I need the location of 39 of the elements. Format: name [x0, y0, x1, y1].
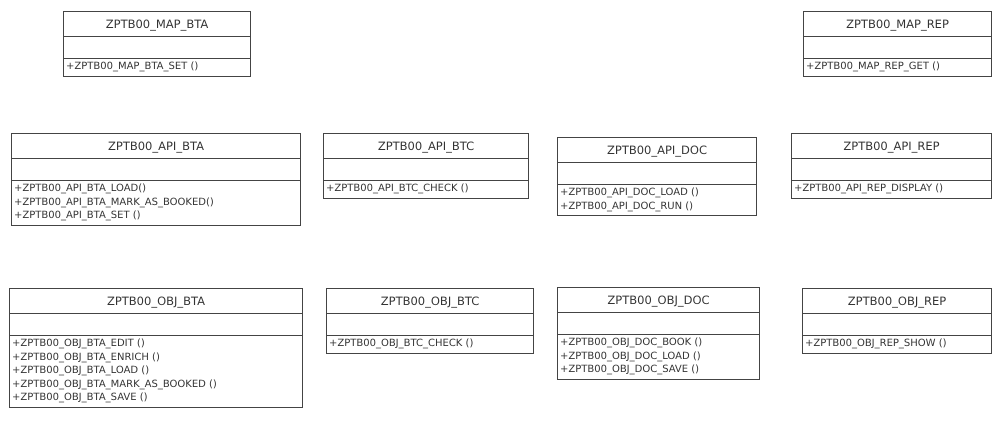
method-text: +ZPTB00_OBJ_BTA_ENRICH () [12, 350, 161, 364]
class-box [803, 11, 992, 76]
class-name: ZPTB00_MAP_BTA [106, 17, 208, 31]
method-text: +ZPTB00_MAP_REP_GET () [806, 60, 941, 74]
method-text: +ZPTB00_OBJ_DOC_SAVE () [560, 363, 700, 376]
method-text: +ZPTB00_MAP_BTA_SET () [66, 60, 200, 74]
class-name: ZPTB00_API_REP [843, 139, 940, 153]
class-name: ZPTB00_API_BTC [378, 139, 474, 153]
class-box [791, 133, 992, 198]
method-text: +ZPTB00_OBJ_BTA_MARK_AS_BOOKED () [12, 378, 218, 391]
method-text: +ZPTB00_API_BTA_LOAD() [14, 182, 148, 196]
method-text: +ZPTB00_OBJ_DOC_LOAD () [560, 350, 702, 363]
method-text: +ZPTB00_API_BTA_SET () [14, 209, 142, 222]
method-text: +ZPTB00_API_DOC_LOAD () [560, 186, 700, 200]
class-box [557, 287, 760, 380]
class-name: ZPTB00_API_DOC [607, 143, 707, 157]
method-text: +ZPTB00_OBJ_REP_SHOW () [805, 337, 948, 350]
method-text: +ZPTB00_OBJ_BTA_LOAD () [12, 364, 150, 378]
class-name: ZPTB00_API_BTA [108, 139, 204, 153]
class-name: ZPTB00_OBJ_REP [848, 294, 946, 308]
class-name: ZPTB00_OBJ_DOC [607, 293, 710, 307]
class-box [557, 137, 757, 216]
class-box [323, 133, 529, 198]
class-box [11, 133, 301, 226]
method-text: +ZPTB00_API_BTA_MARK_AS_BOOKED() [14, 196, 215, 209]
method-text: +ZPTB00_API_DOC_RUN () [560, 200, 694, 213]
class-name: ZPTB00_OBJ_BTC [380, 294, 480, 308]
method-text: +ZPTB00_OBJ_BTC_CHECK () [329, 337, 474, 350]
class-name: ZPTB00_OBJ_BTA [106, 294, 206, 308]
method-text: +ZPTB00_API_BTC_CHECK () [326, 182, 470, 196]
method-text: +ZPTB00_OBJ_DOC_BOOK () [560, 336, 704, 350]
method-text: +ZPTB00_OBJ_BTA_SAVE () [12, 391, 149, 404]
class-box [802, 288, 992, 354]
method-text: +ZPTB00_OBJ_BTA_EDIT () [12, 337, 146, 350]
class-name: ZPTB00_MAP_REP [846, 17, 949, 31]
class-box [63, 11, 251, 76]
class-box [326, 288, 534, 354]
method-text: +ZPTB00_API_REP_DISPLAY () [794, 182, 944, 196]
class-box [9, 288, 303, 408]
